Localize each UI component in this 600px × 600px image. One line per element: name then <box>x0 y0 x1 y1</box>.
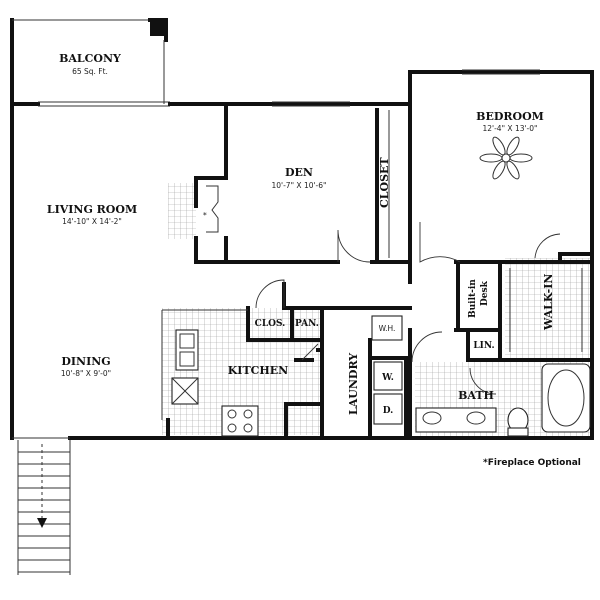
dining-label: DINING <box>61 355 110 368</box>
den-size: 10'-7" X 10'-6" <box>272 181 327 190</box>
kitchen-label: KITCHEN <box>228 364 288 377</box>
laundry-label: LAUNDRY <box>347 353 360 415</box>
living-room-label: LIVING ROOM <box>47 203 137 216</box>
doors <box>255 222 561 395</box>
stairs <box>17 440 71 575</box>
kitchen-fixtures <box>171 329 259 437</box>
kitchen-sink <box>175 329 199 371</box>
dryer <box>373 393 403 425</box>
built-in-desk-label-1: Built-in <box>468 279 478 318</box>
clos-label: CLOS. <box>255 319 286 329</box>
bath-fixtures <box>415 363 591 437</box>
balcony-size: 65 Sq. Ft. <box>72 67 108 76</box>
den-label: DEN <box>285 166 313 179</box>
range <box>221 405 259 437</box>
laundry-fixtures <box>371 315 403 425</box>
washer-label: W. <box>381 373 394 383</box>
bedroom-label: BEDROOM <box>476 110 544 123</box>
exterior-walls <box>10 69 594 440</box>
ceiling-fan-icon <box>479 136 533 180</box>
wh-label: W.H. <box>379 324 396 333</box>
dining-size: 10'-8" X 9'-0" <box>61 369 111 378</box>
dryer-label: D. <box>383 406 394 416</box>
closet-label: CLOSET <box>378 157 391 208</box>
built-in-desk-label-2: Desk <box>480 280 490 306</box>
pan-label: PAN. <box>295 319 319 329</box>
lin-label: LIN. <box>473 341 494 351</box>
walk-in-shelves <box>509 268 583 352</box>
washer <box>373 361 403 391</box>
balcony-label: BALCONY <box>59 52 121 65</box>
den-walls: * <box>194 102 412 264</box>
bedroom-size: 12'-4" X 13'-0" <box>483 124 538 133</box>
bathtub <box>541 363 591 433</box>
fireplace-note: *Fireplace Optional <box>483 458 581 468</box>
water-heater <box>371 315 403 341</box>
bedroom-walls <box>408 252 594 440</box>
bath-label: BATH <box>458 389 494 402</box>
balcony <box>10 18 168 106</box>
walk-in-label: WALK-IN <box>542 274 555 331</box>
living-room-size: 14'-10" X 14'-2" <box>62 217 122 226</box>
fireplace-marker: * <box>203 211 207 220</box>
